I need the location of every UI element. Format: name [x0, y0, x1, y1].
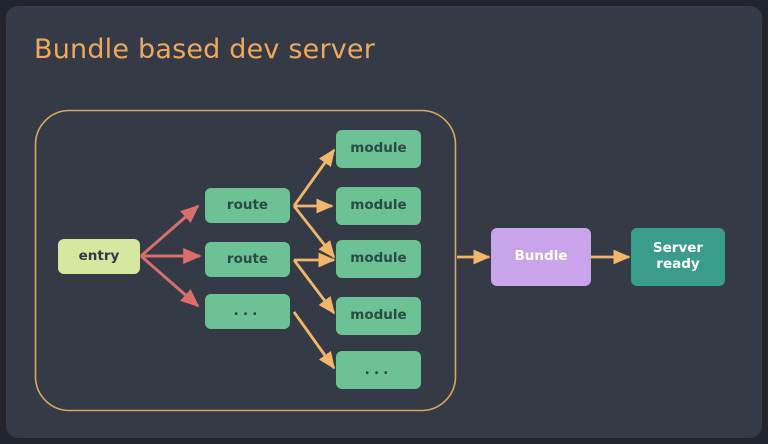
bundling-group-box	[34, 109, 457, 412]
node-module-ellipsis[interactable]: ...	[336, 351, 421, 389]
route-to-module-arrows	[292, 148, 336, 370]
node-server-ready[interactable]: Server ready	[631, 228, 725, 286]
node-route-ellipsis[interactable]: ...	[205, 294, 290, 329]
node-bundle[interactable]: Bundle	[491, 228, 591, 286]
node-route-1[interactable]: route	[205, 188, 290, 223]
page-title: Bundle based dev server	[34, 34, 376, 65]
entry-to-route-arrows	[140, 204, 202, 308]
node-module-3[interactable]: module	[336, 240, 421, 278]
node-route-2[interactable]: route	[205, 242, 290, 277]
node-entry[interactable]: entry	[58, 239, 140, 274]
node-module-2[interactable]: module	[336, 187, 421, 225]
ellipsis-label: ...	[233, 303, 262, 320]
ellipsis-label: ...	[364, 361, 393, 378]
node-module-1[interactable]: module	[336, 130, 421, 168]
connector-layer	[34, 109, 631, 412]
node-module-4[interactable]: module	[336, 297, 421, 335]
diagram-canvas: Bundle based dev server	[6, 6, 762, 438]
